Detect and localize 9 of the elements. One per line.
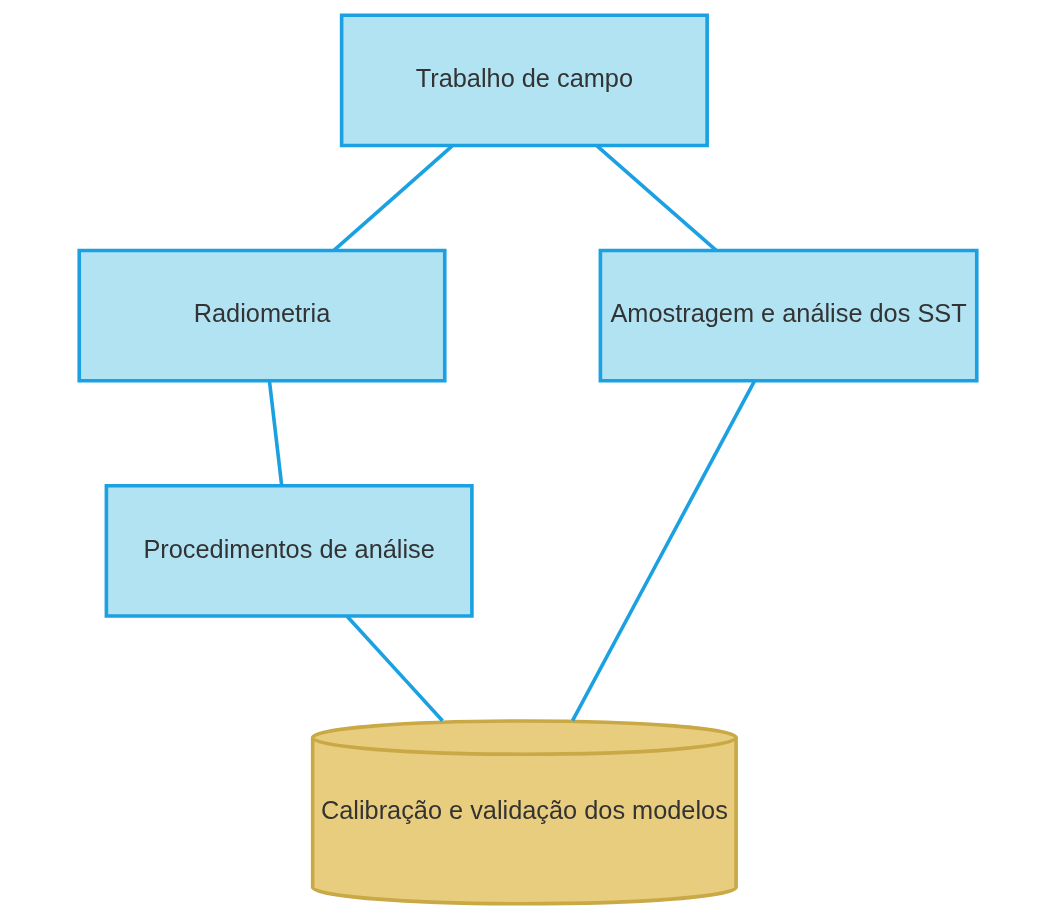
connector xyxy=(345,615,444,722)
node-box: Procedimentos de análise xyxy=(104,483,474,618)
connector xyxy=(596,144,718,252)
connector xyxy=(570,380,757,722)
connector xyxy=(267,381,284,486)
node-box: Trabalho de campo xyxy=(339,13,709,148)
node-box: Amostragem e análise dos SST xyxy=(598,248,979,383)
connector xyxy=(332,144,454,252)
node-box: Radiometria xyxy=(77,248,447,383)
